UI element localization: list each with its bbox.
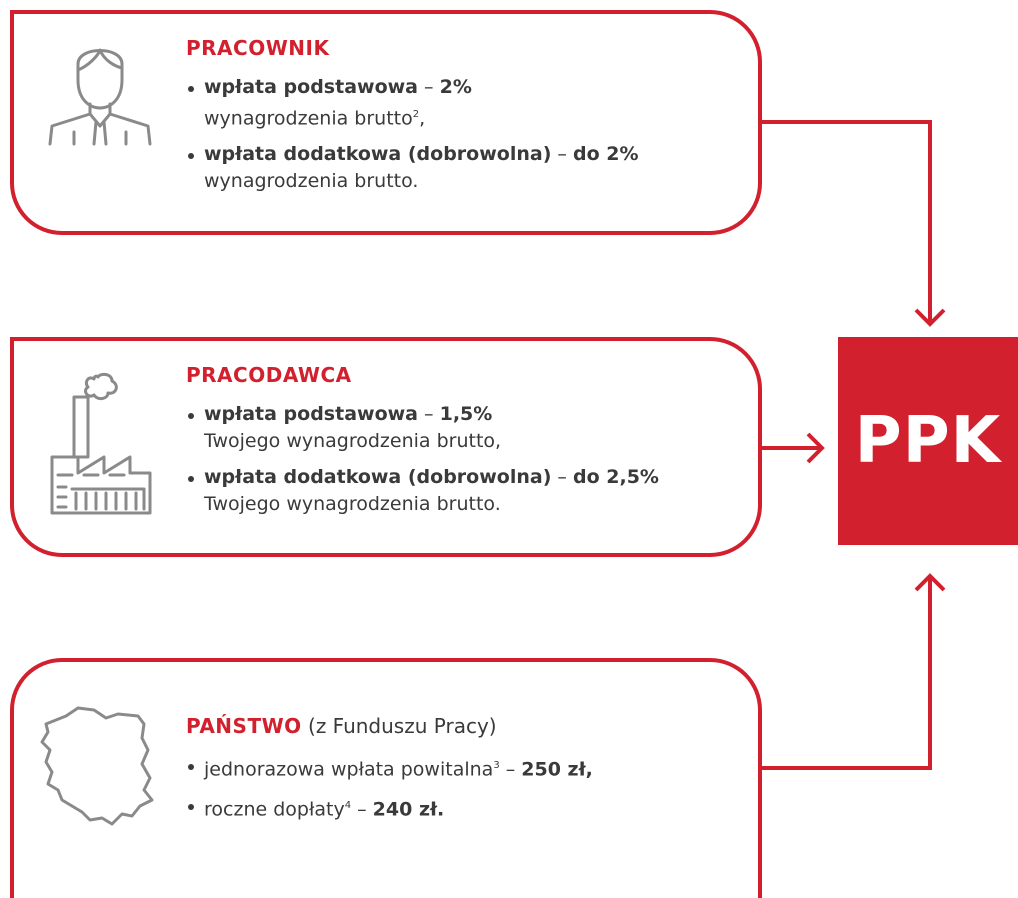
factory-icon [50,372,152,515]
arrow-state-to-ppk [762,578,932,770]
arrowhead-up [914,573,946,592]
employee-box: PRACOWNIK wpłata podstawowa – 2% wynagro… [10,10,762,235]
list-item: wpłata podstawowa – 2% wynagrodzenia bru… [186,74,756,132]
poland-map-icon [40,706,154,826]
ppk-label: PPK [854,404,1002,478]
employee-heading: PRACOWNIK [186,36,330,60]
list-item: wpłata dodatkowa (dobrowolna) – do 2,5% … [186,464,756,518]
state-heading: PAŃSTWO (z Funduszu Pracy) [186,714,497,738]
ppk-box: PPK [838,337,1018,545]
arrow-employee-to-ppk [762,120,932,322]
employer-box: PRACODAWCA wpłata podstawowa – 1,5% Twoj… [10,337,762,557]
person-icon [48,48,152,146]
arrowhead-down [914,308,946,327]
state-heading-sub: (z Funduszu Pracy) [301,714,497,738]
employer-heading: PRACODAWCA [186,363,352,387]
list-item: wpłata podstawowa – 1,5% Twojego wynagro… [186,401,756,455]
list-item: roczne dopłaty4 – 240 zł. [186,792,756,823]
state-box: PAŃSTWO (z Funduszu Pracy) jednorazowa w… [10,658,762,898]
list-item: wpłata dodatkowa (dobrowolna) – do 2% wy… [186,141,756,195]
arrowhead-right [806,432,825,464]
list-item: jednorazowa wpłata powitalna3 – 250 zł, [186,752,756,783]
